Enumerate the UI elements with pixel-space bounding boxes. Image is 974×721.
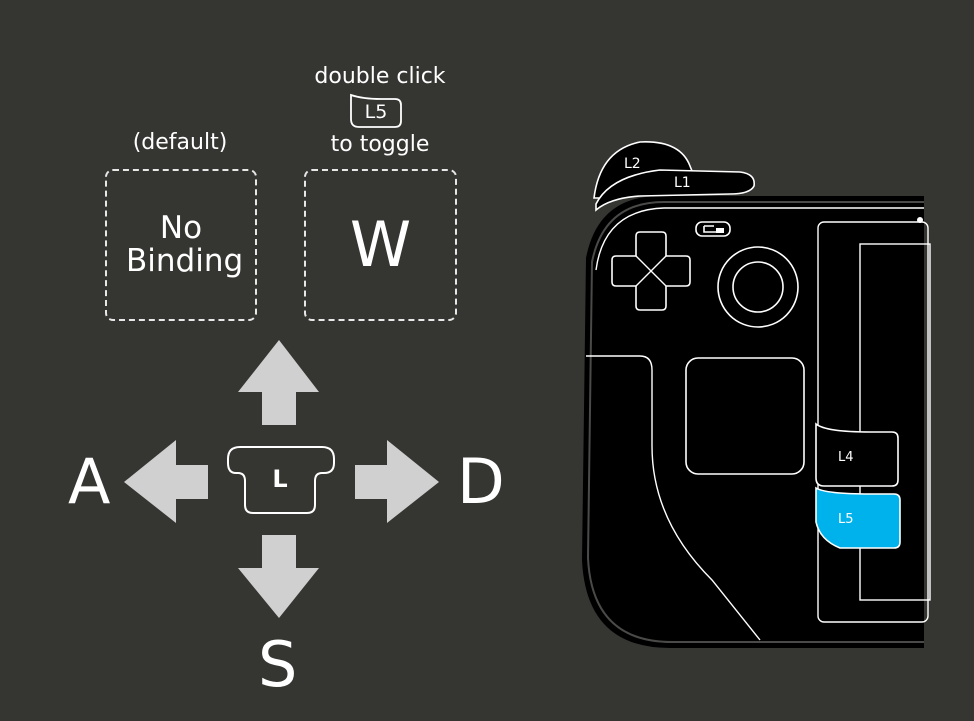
down-key-label: S [258,628,298,701]
dpad [611,231,691,311]
arrow-up-icon [238,340,319,425]
toggle-key-label: L5 [364,101,388,123]
toggle-caption-top: double click [314,64,446,89]
l5-label: L5 [838,512,854,527]
arrow-right-icon [355,440,439,523]
l4-button [815,422,899,487]
l4-label: L4 [838,450,854,465]
device-body [582,196,924,648]
l1-label: L1 [674,175,691,191]
left-trackpad [685,357,805,475]
toggle-binding-box[interactable]: W [304,169,457,321]
center-button-outline [227,446,335,514]
center-button-label: L [272,465,288,493]
screen-frame [817,221,929,623]
l1-button [595,169,756,212]
arrow-left-icon [124,440,208,523]
l5-button [815,486,901,549]
default-binding-label: No Binding [126,210,244,279]
right-key-label: D [457,445,505,518]
left-key-label: A [68,445,111,518]
l2-label: L2 [624,156,641,172]
toggle-key-badge: L5 [349,93,403,129]
l5-key-shape [350,93,402,128]
default-caption: (default) [132,130,228,155]
toggle-caption-bottom: to toggle [330,132,430,157]
arrow-down-icon [238,535,319,618]
device-body-edge [586,201,924,643]
default-binding-box[interactable]: No Binding [105,169,257,321]
screen [859,243,931,601]
toggle-binding-label: W [349,208,412,281]
left-stick [717,246,799,328]
menu-button [695,221,731,237]
